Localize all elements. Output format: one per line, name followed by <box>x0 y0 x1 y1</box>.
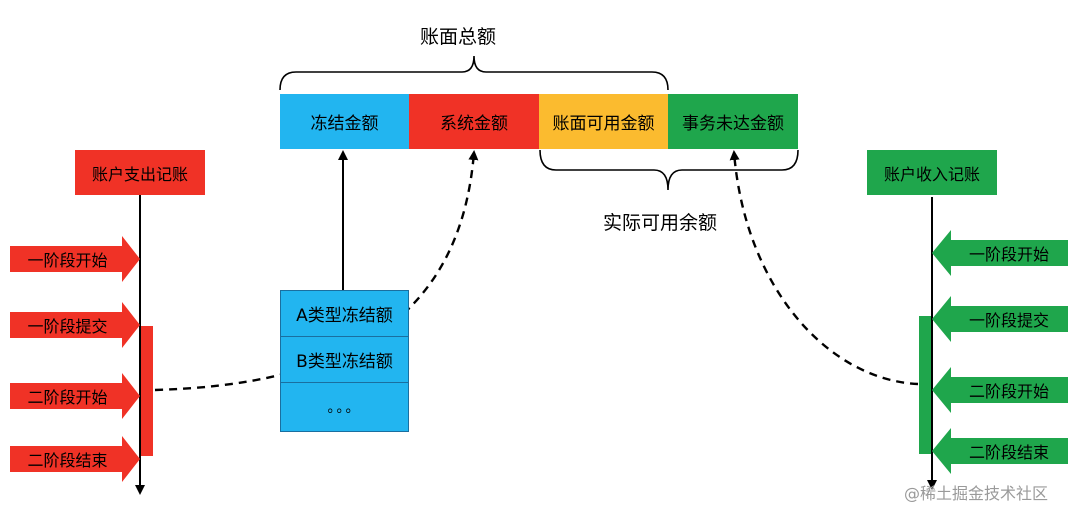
frozen-amount-box: 冻结金额 <box>280 94 409 149</box>
bottom-brace-label: 实际可用余额 <box>603 212 718 234</box>
frozen-type-label: A类型冻结额 <box>296 306 393 326</box>
frozen-type-row: 。。。 <box>280 383 409 431</box>
system-amount-label: 系统金额 <box>440 114 508 134</box>
income-step-arrows <box>932 230 1068 474</box>
pending-amount-label: 事务未达金额 <box>682 114 784 134</box>
income-step-label: 二阶段开始 <box>968 382 1049 401</box>
expense-step-arrow <box>10 373 140 419</box>
top-brace <box>279 55 669 91</box>
expense-step-label: 一阶段开始 <box>27 251 108 270</box>
bottom-brace <box>539 149 799 191</box>
income-step-arrow <box>932 296 1068 342</box>
expense-step-arrows <box>10 236 140 482</box>
expense-step-label: 二阶段结束 <box>27 451 108 470</box>
expense-step-label: 一阶段提交 <box>27 317 108 336</box>
book-available-label: 账面可用金额 <box>552 114 655 134</box>
income-title: 账户收入记账 <box>883 164 980 184</box>
income-phase2-bar <box>919 316 931 454</box>
income-step-arrow <box>932 367 1068 413</box>
income-to-pending-dashed-arrow <box>729 150 919 386</box>
watermark: @稀土掘金技术社区 <box>904 484 1049 503</box>
income-step-arrow <box>932 230 1068 276</box>
income-step-label: 二阶段结束 <box>968 443 1049 462</box>
frozen-type-row: B类型冻结额 <box>280 337 409 383</box>
frozen-amount-label: 冻结金额 <box>310 114 379 134</box>
book-available-box: 账面可用金额 <box>539 94 668 149</box>
system-amount-box: 系统金额 <box>409 94 539 149</box>
expense-title: 账户支出记账 <box>91 164 188 184</box>
income-title-box: 账户收入记账 <box>867 150 997 195</box>
pending-amount-box: 事务未达金额 <box>668 94 798 149</box>
income-step-label: 一阶段开始 <box>968 245 1049 264</box>
expense-step-arrow <box>10 436 140 482</box>
expense-title-box: 账户支出记账 <box>75 150 205 195</box>
expense-step-arrow <box>10 236 140 282</box>
expense-step-label: 二阶段开始 <box>27 388 108 407</box>
top-brace-label: 账面总额 <box>420 26 497 48</box>
frozen-type-ellipsis: 。。。 <box>327 400 362 416</box>
frozen-type-row: A类型冻结额 <box>280 291 409 337</box>
frozen-types-box <box>280 290 409 432</box>
income-step-label: 一阶段提交 <box>968 311 1049 330</box>
income-step-arrow <box>932 428 1068 474</box>
expense-step-arrow <box>10 302 140 348</box>
frozen-type-label: B类型冻结额 <box>296 352 393 372</box>
expense-phase2-bar <box>141 326 153 456</box>
